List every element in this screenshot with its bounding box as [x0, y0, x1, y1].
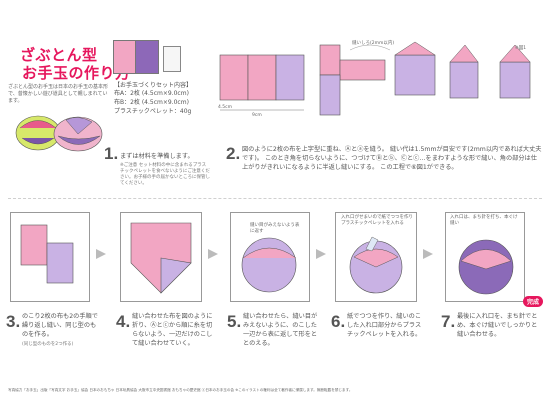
label-close-note: 入れ口は、まち針を打ち、本ぐけ縫い	[450, 215, 518, 226]
step4-number: 4.	[116, 312, 131, 331]
kit-item-pellet: プラスチックペレット：40g	[114, 108, 192, 115]
step1-text: まずは材料を準備します。	[120, 153, 194, 160]
label-pellet-note: 入れ口がせまいので紙でつつを作りプラスチックペレットを入れる	[341, 215, 413, 226]
step3-number: 3.	[6, 312, 21, 331]
kit-item-a: 布A：2枚 (4.5cm×9.0cm)	[114, 90, 189, 97]
page-subtitle: ざぶとん型のお手玉は日本のお手玉の基本形で、昔懐かしい遊び道具として親しまれてい…	[8, 84, 109, 104]
step2-text: 図のように2枚の布を上字型に重ね、Ⓐとⓐを縫う。 縫い代は1.5mmが目安です(…	[242, 146, 542, 171]
step2-number: 2.	[226, 144, 241, 163]
arrow-right-icon	[208, 249, 218, 259]
step5-number: 5.	[227, 312, 242, 331]
label-45cm: 4.5cm	[218, 105, 233, 110]
arrow-right-icon	[316, 249, 326, 259]
step7-text: 最後に入れ口を、まち針でとめ、本ぐけ縫いでしっかりと縫い合わせる。	[457, 313, 538, 338]
section-divider	[8, 198, 542, 199]
sample-otedama-illustration	[15, 115, 103, 152]
step4-text: 縫い合わせた布を図のように折り、Ⓐとⓒから順に糸を切らないよう、一辺だけのこして…	[132, 313, 213, 347]
step5-text: 縫い合わせたら、縫い目がみえないように、のこした一辺から表に返して形をととのえる…	[243, 313, 318, 347]
label-hide-seam: 縫い目がみえないよう表に返す	[250, 223, 300, 234]
step4-image	[120, 212, 202, 302]
label-fig1: ※図1	[515, 46, 527, 51]
step7-number: 7.	[441, 312, 456, 331]
kit-item-b: 布B：2枚 (4.5cm×9.0cm)	[114, 99, 189, 106]
label-seam: 縫いしろ(2mm以内)	[352, 41, 395, 46]
step7-image	[445, 212, 525, 302]
page-title-line2: お手玉の作り方	[22, 64, 131, 82]
footer-credit: 写真協力「お手玉」出版「写真文字 お手玉」協会 日本のおもちゃ 日本玩具協会 大…	[8, 388, 353, 392]
step6-number: 6.	[331, 312, 346, 331]
page-title-line1: ざぶとん型	[20, 46, 98, 64]
done-badge: 完成	[523, 296, 544, 307]
step2-diagram	[219, 41, 531, 116]
step1-note: ※ご注意 セット材料の中に含まれるプラスチックペレットを食べないようにご注意くだ…	[120, 163, 210, 186]
step5-image	[230, 212, 310, 302]
arrow-right-icon	[423, 249, 433, 259]
kit-header: 【お手玉づくりセット内容】	[114, 82, 193, 89]
step3-note: (同じ型のものを2つ作る)	[22, 342, 74, 347]
step6-text: 紙でつつを作り、縫いのこした入れ口部分からプラスチックペレットを入れる。	[347, 313, 422, 338]
fabric-materials-illustration	[113, 38, 181, 78]
step6-image	[335, 212, 417, 302]
step1-number: 1.	[104, 144, 119, 163]
arrow-right-icon	[96, 249, 106, 259]
label-9cm: 9cm	[252, 113, 262, 118]
step3-text: のこり2枚の布も2の手順で繰り返し縫い、同じ型のものを作る。	[22, 313, 98, 338]
step3-image	[10, 212, 90, 302]
